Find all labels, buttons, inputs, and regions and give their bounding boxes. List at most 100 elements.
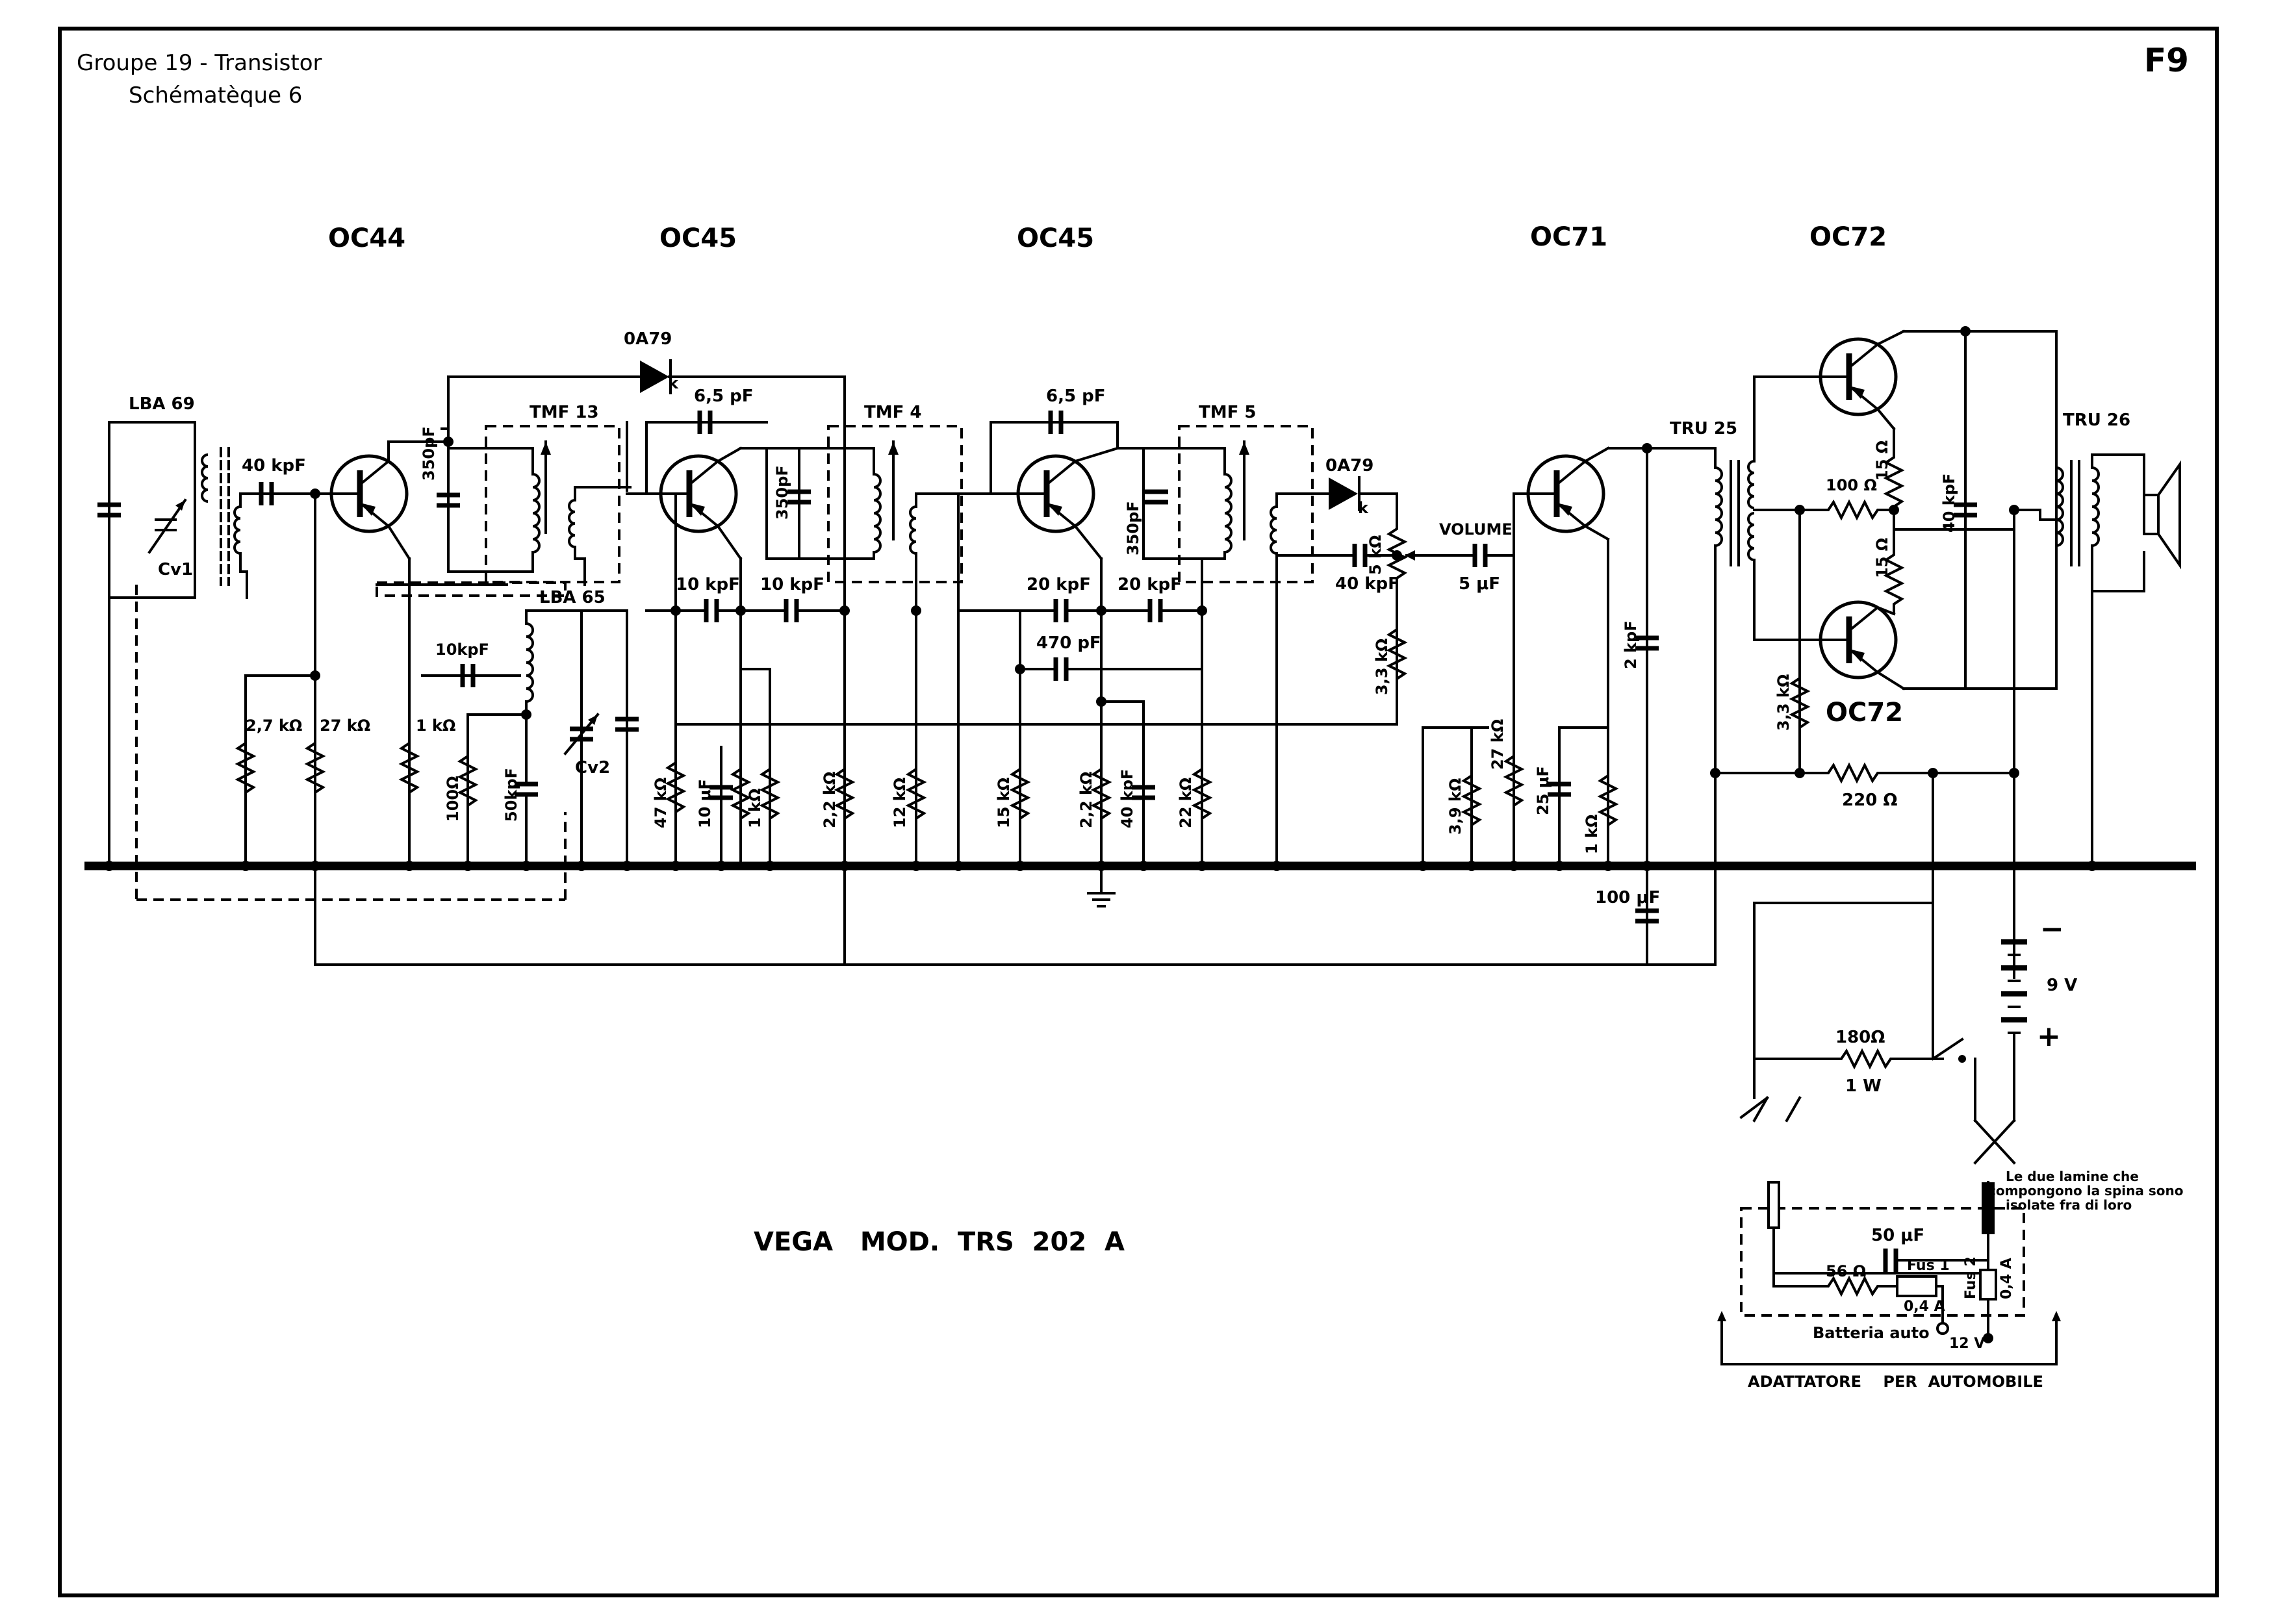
car-battery-voltage: 12 V (1949, 1336, 1985, 1352)
plug-note-1: Le due lamine che (2006, 1169, 2139, 1184)
tru26-transformer (2013, 453, 2145, 690)
cap-470pf: 470 pF (1036, 633, 1101, 653)
cap-50uf: 50 μF (1871, 1226, 1924, 1245)
battery-9v (2001, 924, 2027, 1122)
speaker-icon (2143, 460, 2181, 570)
cap-50kpf: 50kpF (502, 768, 520, 822)
res-3-9k: 3,9 kΩ (1446, 778, 1464, 835)
q4-label: OC71 (1530, 222, 1607, 252)
tru25-label: TRU 25 (1670, 419, 1737, 438)
car-adapter (1717, 1181, 2061, 1365)
res-100: 100Ω (444, 776, 462, 822)
diode-d1-label: 0A79 (624, 329, 672, 349)
res-180-watt: 1 W (1845, 1076, 1882, 1096)
power-switch[interactable] (1753, 902, 1976, 1122)
cv1-label: Cv1 (158, 560, 193, 579)
res-47k: 47 kΩ (652, 778, 670, 828)
cap-6-5pf-1: 6,5 pF (694, 387, 753, 406)
antenna-section (97, 421, 567, 901)
plug-left (1739, 1058, 1802, 1123)
junction-dots (104, 326, 2097, 871)
res-2-2k-b: 2,2 kΩ (1077, 772, 1095, 828)
cap-10kpf-osc: 10kpF (435, 641, 489, 659)
res-3-3k: 3,3 kΩ (1373, 639, 1391, 695)
res-180: 180Ω (1835, 1028, 1885, 1047)
tru26-label: TRU 26 (2063, 411, 2130, 430)
cap-350pf-2: 350pF (773, 465, 791, 520)
cap-6-5pf-2: 6,5 pF (1046, 387, 1105, 406)
transistor-q1 (331, 456, 407, 531)
battery-voltage: 9 V (2047, 976, 2077, 995)
res-5k: 5 kΩ (1366, 535, 1385, 575)
transistor-q4 (1528, 456, 1603, 531)
adapter-caption: ADATTATORE PER AUTOMOBILE (1748, 1373, 2043, 1391)
ground-symbol (1087, 865, 1116, 907)
res-27k-a: 27 kΩ (320, 717, 370, 735)
cap-40kpf-in: 40 kpF (242, 456, 306, 476)
q2-label: OC45 (659, 223, 737, 253)
cap-5uf: 5 μF (1459, 574, 1500, 594)
res-15-a: 15 Ω (1873, 440, 1891, 481)
cap-40kpf-out: 40 kpF (1940, 474, 1958, 533)
plug-cross (1973, 1119, 2016, 1165)
transistor-q2 (661, 456, 736, 531)
cap-10kpf-1: 10 kpF (676, 575, 740, 594)
tmf4-group (765, 425, 963, 867)
transistor-q3 (1018, 456, 1093, 531)
cap-2kpf: 2 kpF (1622, 620, 1640, 669)
cap-40kpf-det: 40 kpF (1335, 574, 1399, 594)
res-56: 56 Ω (1826, 1262, 1866, 1280)
battery-minus: − (2040, 913, 2064, 946)
tmf13-label: TMF 13 (530, 403, 599, 422)
tmf13-group (437, 375, 846, 599)
diode-d2-label: 0A79 (1325, 456, 1373, 476)
cap-40kpf-2: 40 kpF (1118, 769, 1136, 828)
tmf5-label: TMF 5 (1199, 403, 1257, 422)
cap-20kpf-1: 20 kpF (1027, 575, 1091, 594)
transistor-q5 (1820, 339, 1896, 414)
volume-pot (1388, 492, 1515, 726)
tmf5-group (1142, 425, 1330, 867)
res-15k: 15 kΩ (995, 778, 1013, 828)
cap-25uf: 25 μF (1534, 766, 1552, 815)
diode-d1 (622, 359, 672, 394)
cv2-label: Cv2 (575, 758, 610, 778)
res-2-2k-a: 2,2 kΩ (821, 772, 839, 828)
model-title: VEGA MOD. TRS 202 A (754, 1227, 1125, 1257)
cap-350pf-3: 350pF (1124, 501, 1142, 555)
fuse-2-label: Fus 2 (1963, 1256, 1979, 1299)
res-12k: 12 kΩ (891, 778, 909, 828)
plug-note-2: compongono la spina sono (1988, 1183, 2183, 1199)
transistor-q6 (1820, 602, 1896, 678)
q5-label: OC72 (1809, 222, 1887, 252)
res-2-7k: 2,7 kΩ (246, 717, 302, 735)
lba65-group (376, 581, 639, 867)
cap-350pf-1: 350pF (420, 426, 438, 481)
res-1k-b: 1 kΩ (746, 789, 764, 828)
car-battery-label: Batteria auto (1813, 1324, 1930, 1342)
fuse-2-rating: 0,4 A (1999, 1258, 2015, 1299)
fuse-1-rating: 0,4 A (1904, 1299, 1945, 1315)
cap-100uf: 100 μF (1595, 888, 1660, 907)
q1-label: OC44 (328, 223, 405, 253)
q6-label: OC72 (1826, 698, 1903, 728)
res-27k-c: 27 kΩ (1488, 719, 1507, 770)
header-group: Groupe 19 - Transistor (77, 50, 322, 76)
res-100-out: 100 Ω (1826, 476, 1877, 494)
page-code: F9 (2144, 42, 2189, 79)
lba65-label: LBA 65 (539, 588, 606, 607)
res-1k-a: 1 kΩ (416, 717, 455, 735)
res-3-3k-out: 3,3 kΩ (1774, 674, 1793, 731)
res-1k-c: 1 kΩ (1583, 815, 1601, 854)
cap-20kpf-2: 20 kpF (1118, 575, 1182, 594)
res-22k: 22 kΩ (1177, 778, 1195, 828)
q3-label: OC45 (1017, 223, 1094, 253)
lba69-label: LBA 69 (129, 394, 195, 414)
diode-d2-k: k (1358, 499, 1369, 517)
diode-d2 (1329, 476, 1398, 511)
volume-label: VOLUME (1439, 520, 1513, 539)
tmf4-label: TMF 4 (864, 403, 922, 422)
diode-d1-k: k (668, 374, 679, 392)
fuse-1-label: Fus 1 (1907, 1258, 1950, 1274)
plug-note-3: isolate fra di loro (2006, 1197, 2132, 1213)
